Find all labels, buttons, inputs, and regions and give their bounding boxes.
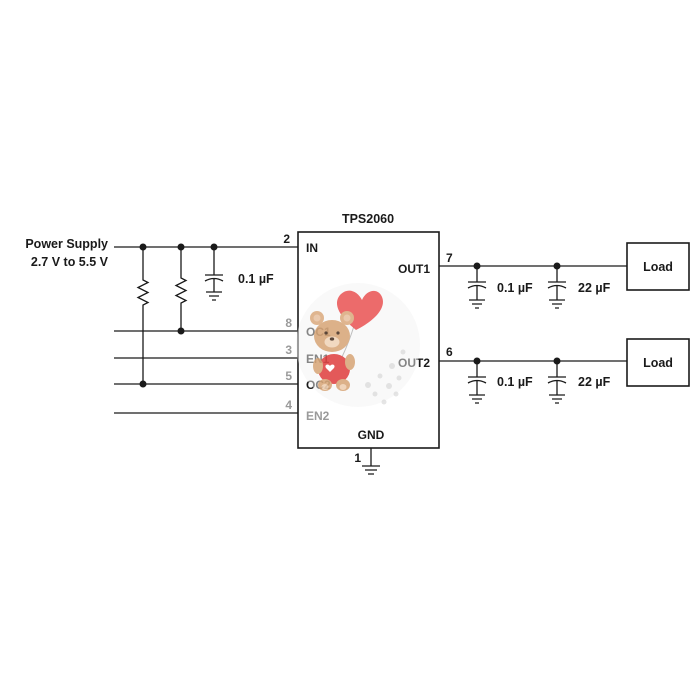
pin-en1-number: 3	[285, 343, 292, 357]
pin-en2-label: EN2	[306, 409, 330, 423]
out1-large-capacitor	[547, 266, 567, 309]
ic-name: TPS2060	[342, 212, 394, 226]
ic-ground-symbol	[362, 448, 380, 475]
pin-out2-label: OUT2	[398, 356, 430, 370]
input-capacitor-value: 0.1 µF	[238, 272, 274, 286]
pin-gnd-label: GND	[358, 428, 385, 442]
pin-out1-label: OUT1	[398, 262, 430, 276]
pullup-resistor-oc2	[136, 247, 150, 384]
pin-gnd-number: 1	[354, 451, 361, 465]
pin-oc2-number: 5	[285, 369, 292, 383]
pin-oc1-number: 8	[285, 316, 292, 330]
pullup-resistor-oc1	[174, 247, 188, 331]
out1-small-capacitor-value: 0.1 µF	[497, 281, 533, 295]
load-box-2	[626, 338, 690, 387]
out2-small-capacitor-value: 0.1 µF	[497, 375, 533, 389]
load-label-1: Load	[643, 260, 673, 274]
out1-large-capacitor-value: 22 µF	[578, 281, 611, 295]
pin-out2-number: 6	[446, 345, 453, 359]
load-label-2: Load	[643, 356, 673, 370]
out2-large-capacitor	[547, 361, 567, 404]
out2-large-capacitor-value: 22 µF	[578, 375, 611, 389]
teddy-bear-watermark	[296, 283, 420, 407]
power-supply-range-label: 2.7 V to 5.5 V	[31, 255, 109, 269]
pin-in-label: IN	[306, 241, 318, 255]
pin-out1-number: 7	[446, 251, 453, 265]
pin-in-number: 2	[283, 232, 290, 246]
power-supply-label: Power Supply	[25, 237, 108, 251]
out2-small-capacitor	[467, 361, 487, 404]
pin-en2-number: 4	[285, 398, 292, 412]
load-box-1	[626, 242, 690, 291]
out1-small-capacitor	[467, 266, 487, 309]
input-capacitor	[204, 247, 224, 301]
